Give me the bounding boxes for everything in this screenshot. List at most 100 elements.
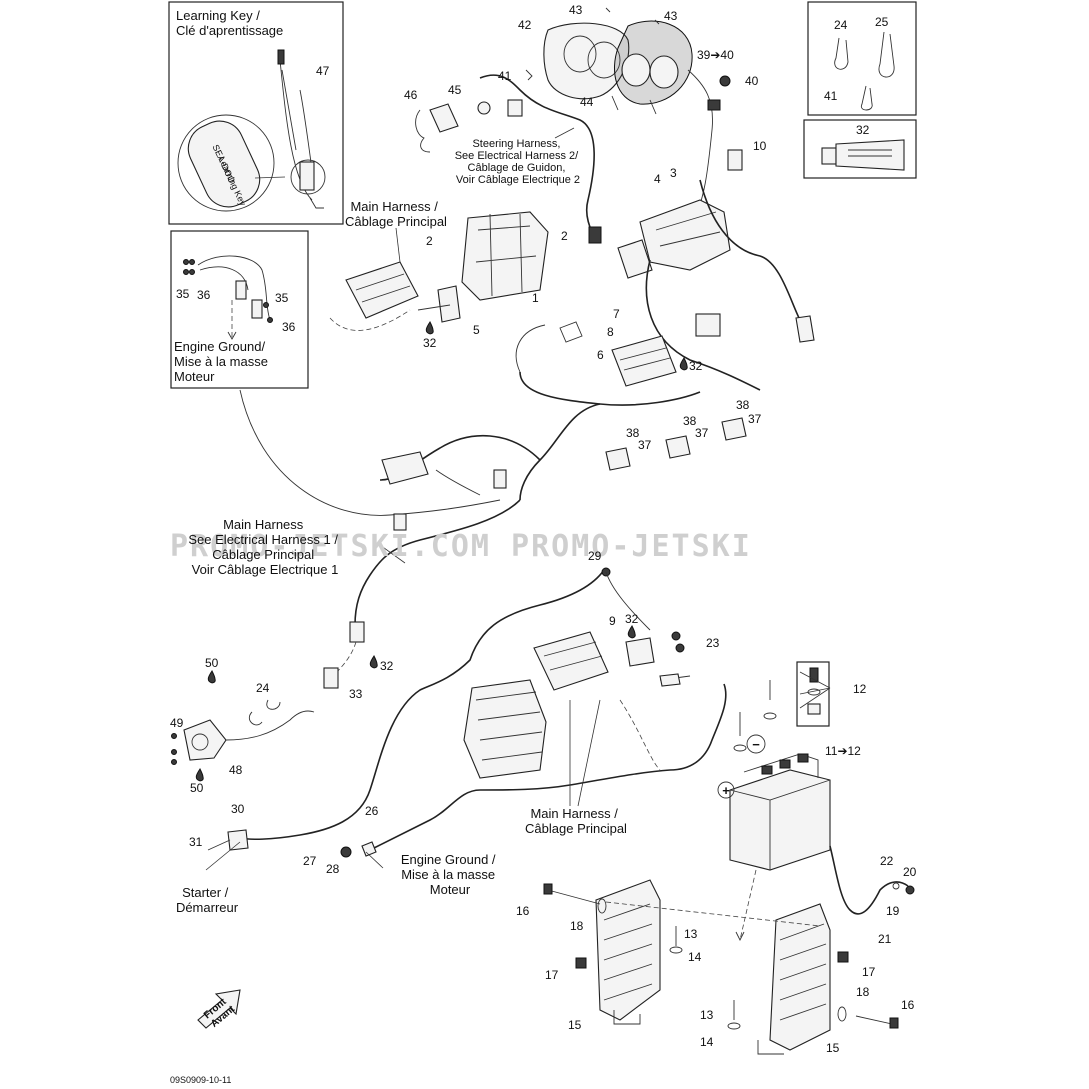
part-number: 50	[190, 781, 204, 795]
part-number: 32	[380, 659, 394, 673]
part-number-labels: 1 2 2 3 4 5 6 7 8 9 10 11➔12 12 13 13 14…	[170, 3, 917, 1055]
part-number: 38	[683, 414, 697, 428]
battery-holder-right	[757, 903, 831, 1055]
part-number: 48	[229, 763, 243, 777]
drop-icon	[679, 357, 688, 371]
leader-lines	[205, 127, 831, 871]
callout-engine-ground-bottom: Engine Ground / Mise à la masse Moteur	[401, 852, 499, 897]
part-number: 13	[684, 927, 698, 941]
part-number: 44	[580, 95, 594, 109]
part-number: 24	[256, 681, 270, 695]
part-number: 41	[824, 89, 838, 103]
part-number: 2	[426, 234, 433, 248]
part-number: 32	[625, 612, 639, 626]
part-number: 27	[303, 854, 317, 868]
steering-harness	[415, 69, 602, 244]
learning-key-inset	[168, 1, 344, 225]
positive-cable	[829, 845, 915, 915]
drop-icon	[369, 655, 378, 669]
battery-cable	[227, 567, 651, 851]
part-number: 9	[609, 614, 616, 628]
part-number: 32	[423, 336, 437, 350]
part-number: 31	[189, 835, 203, 849]
part-number: 38	[626, 426, 640, 440]
part-number: 18	[856, 985, 870, 999]
grease-drop-icons	[195, 321, 688, 782]
part-number: 45	[448, 83, 462, 97]
part-number: 40	[745, 74, 759, 88]
drop-icon	[627, 625, 636, 639]
front-direction-arrow	[197, 989, 241, 1029]
battery-holder-left	[595, 879, 661, 1025]
callout-learning-key: Learning Key / Clé d'aprentissage	[176, 8, 283, 38]
part-number: 16	[516, 904, 530, 918]
engine-ground-inset	[170, 230, 309, 389]
battery-hardware	[733, 667, 821, 752]
part-number: 20	[903, 865, 917, 879]
grease-inset	[803, 119, 917, 179]
part-number: 14	[688, 950, 702, 964]
part-number: 19	[886, 904, 900, 918]
callout-main-harness-top: Main Harness / Câblage Principal	[345, 199, 447, 229]
part-number: 38	[736, 398, 750, 412]
part-number: 35	[176, 287, 190, 301]
watermark: PROMO-JETSKI.COM PROMO-JETSKI	[170, 529, 752, 564]
part-number: 42	[518, 18, 532, 32]
part-number: 23	[706, 636, 720, 650]
learning-key-drawing: SEA-DOO Learning Key	[177, 49, 326, 212]
part-number: 16	[901, 998, 915, 1012]
part-number: 35	[275, 291, 289, 305]
part-number: 30	[231, 802, 245, 816]
part-number: 37	[638, 438, 652, 452]
gauge-cluster	[543, 7, 731, 231]
part-number: 1	[532, 291, 539, 305]
part-number: 5	[473, 323, 480, 337]
battery	[717, 734, 831, 871]
part-number: 37	[748, 412, 762, 426]
part-number: 21	[878, 932, 892, 946]
part-number: 50	[205, 656, 219, 670]
main-harness-run	[239, 371, 701, 689]
part-number: 6	[597, 348, 604, 362]
drop-icon	[195, 768, 204, 782]
part-number: 10	[753, 139, 767, 153]
right-harness-assembly	[515, 149, 815, 391]
clamp-inset	[807, 1, 917, 116]
part-number: 11➔12	[825, 744, 861, 758]
part-number: 15	[568, 1018, 582, 1032]
drop-icon	[425, 321, 434, 335]
part-number: 32	[856, 123, 870, 137]
part-number: 26	[365, 804, 379, 818]
part-number: 43	[664, 9, 678, 23]
part-number: 18	[570, 919, 584, 933]
part-number: 49	[170, 716, 184, 730]
callout-starter: Starter / Démarreur	[176, 885, 239, 915]
part-number: 36	[282, 320, 296, 334]
callout-main-harness-mid: Main Harness See Electrical Harness 1 / …	[188, 517, 341, 577]
part-number: 37	[695, 426, 709, 440]
part-number: 22	[880, 854, 894, 868]
drawing-code: 09S0909-10-11	[170, 1075, 231, 1085]
start-stop-switch	[171, 699, 315, 765]
part-number: 41	[498, 69, 512, 83]
grease-tube	[821, 139, 905, 171]
battery-holder-hardware	[543, 869, 899, 1030]
callout-steering-harness: Steering Harness, See Electrical Harness…	[455, 138, 582, 186]
part-number: 12	[853, 682, 867, 696]
part-number: 47	[316, 64, 330, 78]
part-number: 36	[197, 288, 211, 302]
part-number: 15	[826, 1041, 840, 1055]
part-number: 32	[689, 359, 703, 373]
callout-engine-ground-left: Engine Ground/ Mise à la masse Moteur	[174, 339, 272, 384]
part-number: 24	[834, 18, 848, 32]
callout-main-harness-bottom: Main Harness / Câblage Principal	[525, 806, 627, 836]
part-number: 2	[561, 229, 568, 243]
negative-symbol: −	[752, 737, 760, 752]
main-harness-upper	[329, 211, 549, 331]
battery-hardware-inset	[796, 661, 830, 727]
part-number: 14	[700, 1035, 714, 1049]
part-number: 43	[569, 3, 583, 17]
part-number: 7	[613, 307, 620, 321]
drop-icon	[207, 670, 216, 684]
